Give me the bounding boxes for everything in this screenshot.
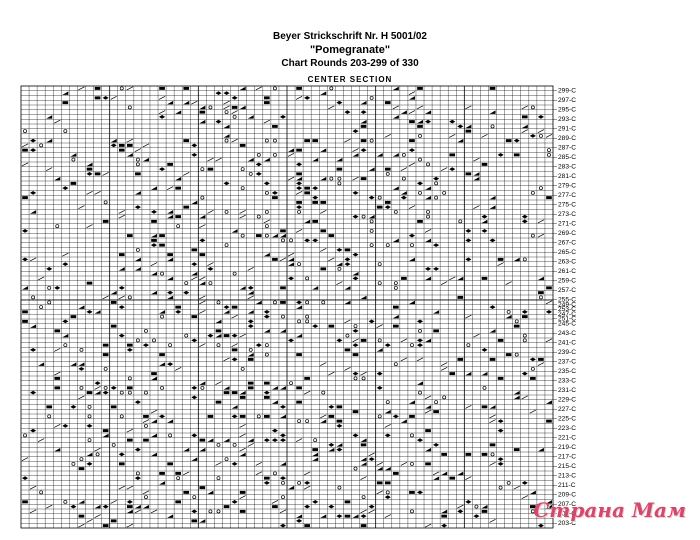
row-label: 273-C [558, 211, 576, 218]
row-label: 229-C [558, 397, 576, 404]
row-label: 281-C [558, 173, 576, 180]
row-label: 205-C [558, 511, 576, 518]
chart-rounds: Chart Rounds 203-299 of 330 [281, 58, 419, 69]
row-label: 279-C [558, 183, 576, 190]
row-label: 235-C [558, 368, 576, 375]
row-label: 295-C [558, 107, 576, 114]
row-label: 227-C [558, 406, 576, 413]
row-label: 219-C [558, 444, 576, 451]
row-label: 207-C [558, 501, 576, 508]
row-label: 213-C [558, 473, 576, 480]
row-label: 265-C [558, 249, 576, 256]
row-label: 239-C [558, 349, 576, 356]
row-label: 257-C [558, 287, 576, 294]
row-label: 231-C [558, 387, 576, 394]
pattern-number: Beyer Strickschrift Nr. H 5001/02 [273, 31, 427, 42]
row-label: 291-C [558, 126, 576, 133]
row-label: 225-C [558, 416, 576, 423]
section-label: CENTER SECTION [307, 75, 393, 84]
row-label: 275-C [558, 202, 576, 209]
row-label: 221-C [558, 435, 576, 442]
row-label: 287-C [558, 145, 576, 152]
row-label: 285-C [558, 154, 576, 161]
row-label: 203-C [558, 520, 576, 527]
row-label: 211-C [558, 482, 576, 489]
row-label: 255-C [558, 297, 576, 304]
site-watermark: Страна Мам [533, 498, 686, 522]
row-label: 271-C [558, 221, 576, 228]
row-label: 277-C [558, 192, 576, 199]
row-label: 259-C [558, 278, 576, 285]
row-label: 241-C [558, 340, 576, 347]
row-label: 215-C [558, 463, 576, 470]
row-label: 289-C [558, 135, 576, 142]
row-label: 267-C [558, 240, 576, 247]
top-chart-grid: 299-C 297-C 295-C 293-C 291-C 289-C 287-C 285-C… [20, 85, 576, 324]
row-label: 299-C [558, 88, 576, 95]
row-label: 245-C [558, 321, 576, 328]
row-label: 253-C [558, 306, 576, 313]
row-label: 223-C [558, 425, 576, 432]
row-label: 293-C [558, 116, 576, 123]
chart-header: Beyer Strickschrift Nr. H 5001/02 "Pomeg… [0, 30, 700, 70]
row-label: 247-C [558, 311, 576, 318]
row-label: 243-C [558, 330, 576, 337]
row-label: 209-C [558, 492, 576, 499]
row-label: 233-C [558, 378, 576, 385]
row-label: 261-C [558, 268, 576, 275]
row-label: 283-C [558, 164, 576, 171]
row-label: 263-C [558, 259, 576, 266]
row-label: 297-C [558, 97, 576, 104]
row-label: 269-C [558, 230, 576, 237]
row-label: 237-C [558, 359, 576, 366]
bottom-chart-grid: 249-C 247-C 245-C 243-C 241-C 239-C 237-C 235-C… [20, 299, 576, 529]
row-label: 251-C [558, 316, 576, 323]
row-label: 217-C [558, 454, 576, 461]
pattern-name: "Pomegranate" [309, 44, 391, 56]
row-label: 249-C [558, 302, 576, 309]
